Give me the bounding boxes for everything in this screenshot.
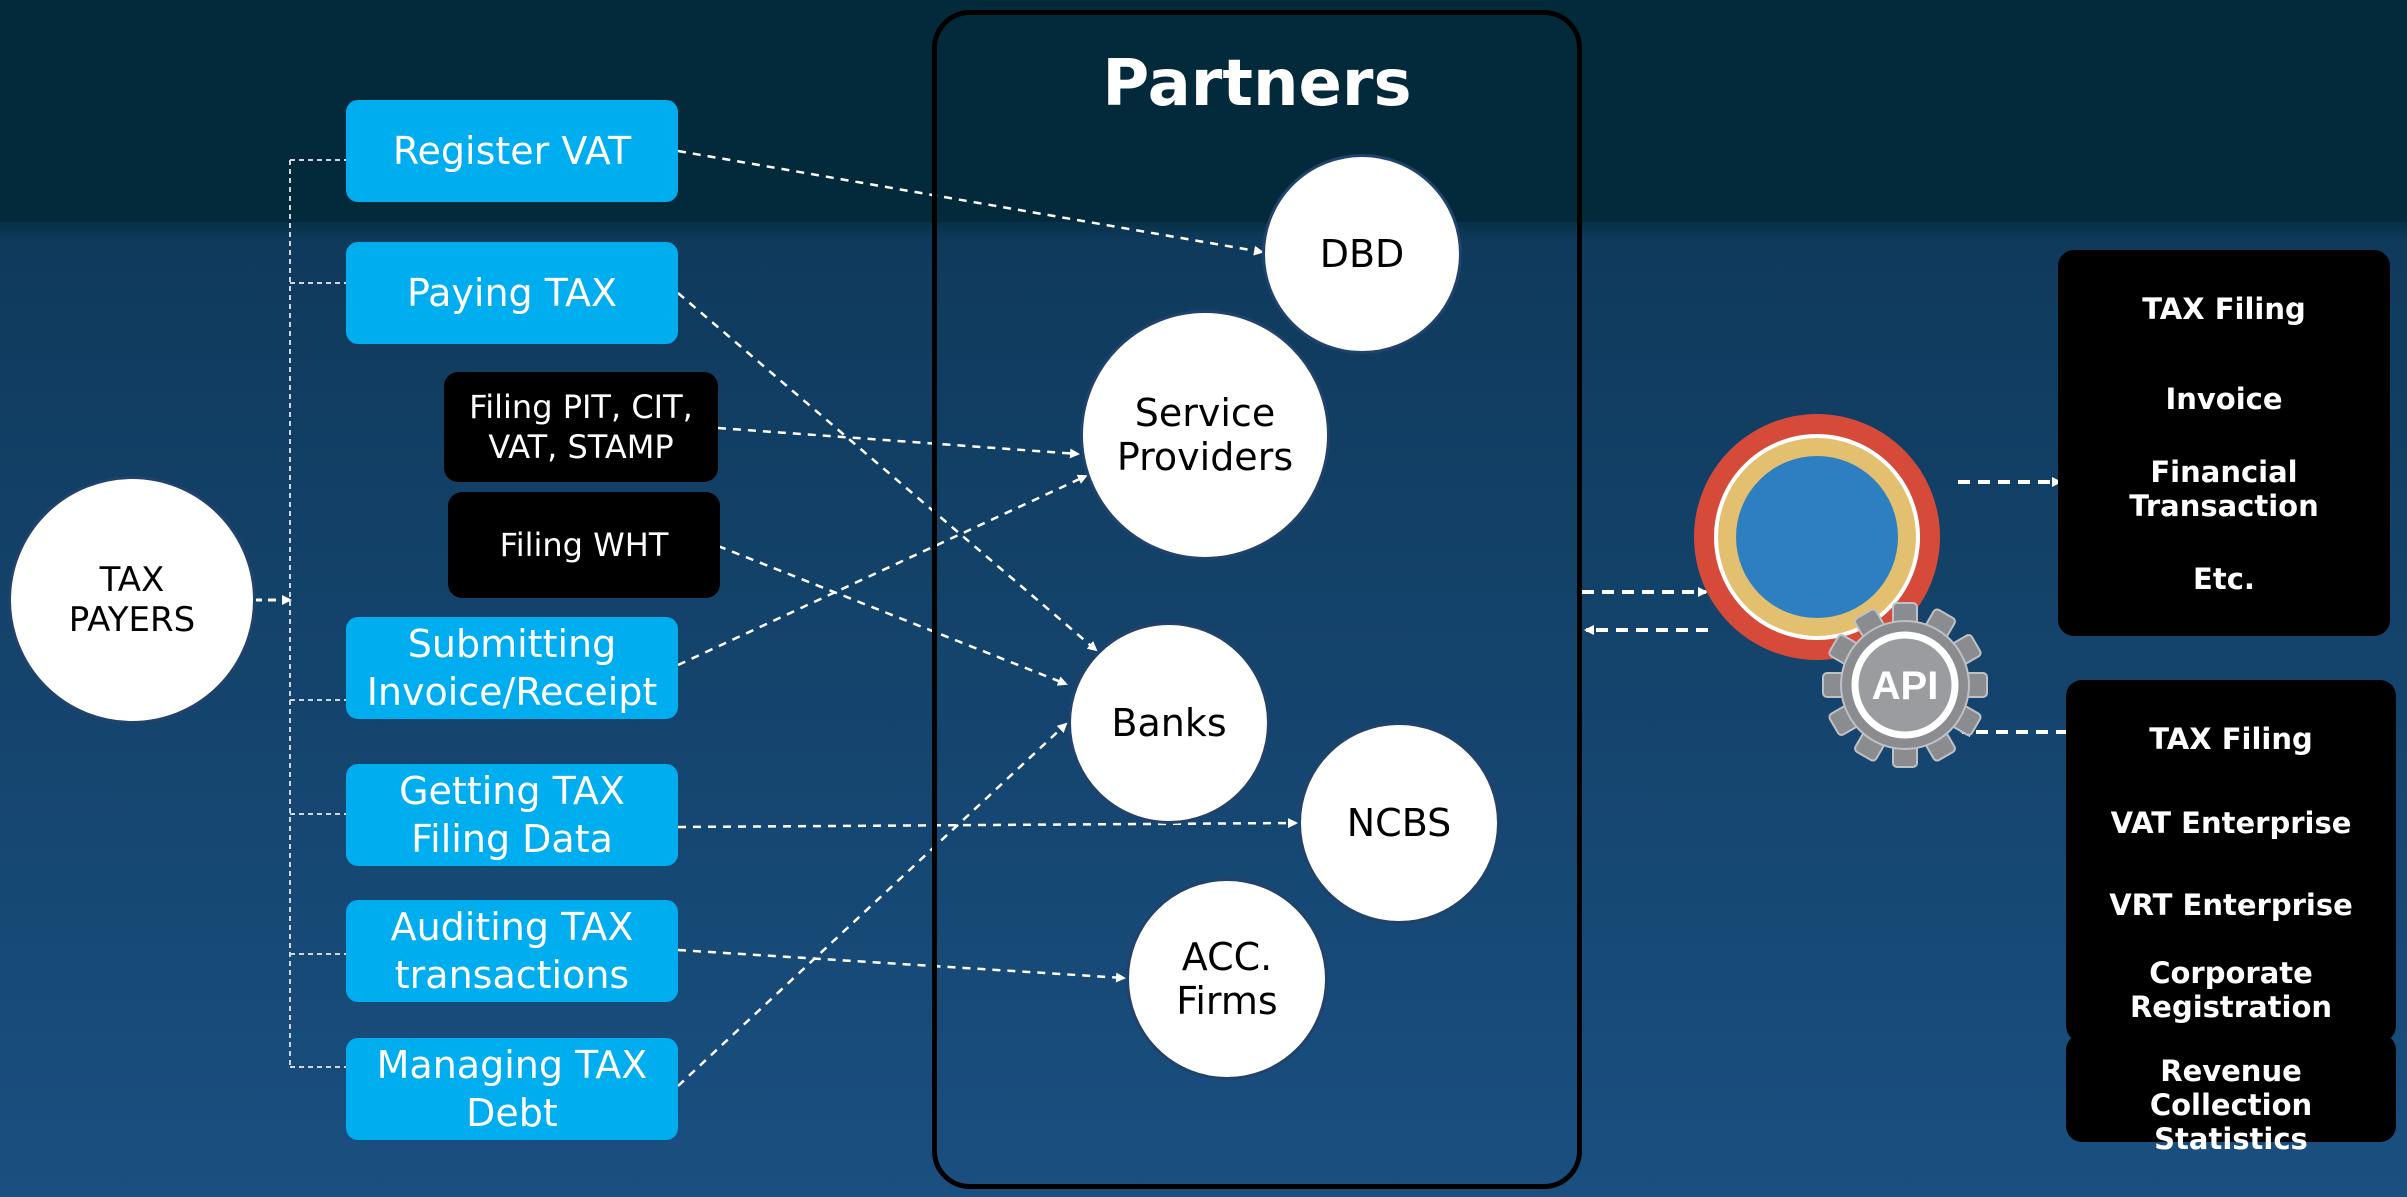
partner-banks: Banks xyxy=(1068,622,1270,824)
api-gear-icon: API xyxy=(1822,602,1988,768)
service-register-vat: Register VAT xyxy=(346,100,678,202)
connector-debt-banks xyxy=(677,722,1068,1087)
output-item: Financial Transaction xyxy=(2129,455,2319,523)
filing-pit-cit-box: Filing PIT, CIT, VAT, STAMP xyxy=(444,372,718,482)
service-paying-tax: Paying TAX xyxy=(346,242,678,344)
partner-acc-firms: ACC. Firms xyxy=(1126,878,1328,1080)
output-item: TAX Filing xyxy=(2142,292,2306,326)
partner-label: NCBS xyxy=(1346,801,1452,845)
service-label: Managing TAX Debt xyxy=(376,1043,648,1135)
input-item: VRT Enterprise xyxy=(2109,888,2353,922)
tax-payers-label: TAX PAYERS xyxy=(68,560,196,640)
output-item: Invoice xyxy=(2165,382,2283,416)
filing-label: Filing WHT xyxy=(499,526,669,564)
partner-label: Banks xyxy=(1111,701,1227,745)
service-managing-debt: Managing TAX Debt xyxy=(346,1038,678,1140)
service-label: Paying TAX xyxy=(406,271,618,315)
connector-paying-banks xyxy=(677,292,1098,652)
input-item: VAT Enterprise xyxy=(2110,806,2352,840)
connector-wht-banks xyxy=(717,544,1068,686)
service-getting-filing-data: Getting TAX Filing Data xyxy=(346,764,678,866)
service-label: Getting TAX Filing Data xyxy=(399,769,625,861)
tax-payers-node: TAX PAYERS xyxy=(8,476,256,724)
revenue-stats-panel: Revenue Collection Statistics xyxy=(2066,1034,2396,1156)
partner-ncbs: NCBS xyxy=(1298,722,1500,924)
partner-label: DBD xyxy=(1319,232,1405,276)
service-auditing: Auditing TAX transactions xyxy=(346,900,678,1002)
taxpayer-bracket xyxy=(289,159,346,1068)
outputs-panel: TAX Filing Invoice Financial Transaction… xyxy=(2058,250,2390,636)
api-label: API xyxy=(1872,664,1939,708)
input-item: Corporate Registration xyxy=(2129,956,2333,1024)
service-label: Register VAT xyxy=(392,129,632,173)
service-submitting-invoice: Submitting Invoice/Receipt xyxy=(346,617,678,719)
filing-label: Filing PIT, CIT, VAT, STAMP xyxy=(469,388,693,466)
connector-filing-service xyxy=(717,426,1080,459)
revenue-department-seal-icon xyxy=(1694,414,1940,660)
input-item: TAX Filing xyxy=(2149,722,2313,756)
partners-frame xyxy=(932,10,1582,1189)
inputs-panel: TAX Filing VAT Enterprise VRT Enterprise… xyxy=(2066,680,2396,1042)
partner-label: Service Providers xyxy=(1116,391,1294,479)
partner-label: ACC. Firms xyxy=(1176,935,1278,1023)
filing-wht-box: Filing WHT xyxy=(448,492,720,598)
partner-dbd: DBD xyxy=(1262,154,1462,354)
input-item: Revenue Collection Statistics xyxy=(2149,1054,2313,1156)
output-item: Etc. xyxy=(2193,562,2255,596)
service-label: Submitting Invoice/Receipt xyxy=(366,622,658,714)
connector-getting-ncbs xyxy=(677,818,1298,829)
partner-service-providers: Service Providers xyxy=(1080,310,1330,560)
partners-title: Partners xyxy=(1102,47,1412,121)
service-label: Auditing TAX transactions xyxy=(390,905,634,997)
